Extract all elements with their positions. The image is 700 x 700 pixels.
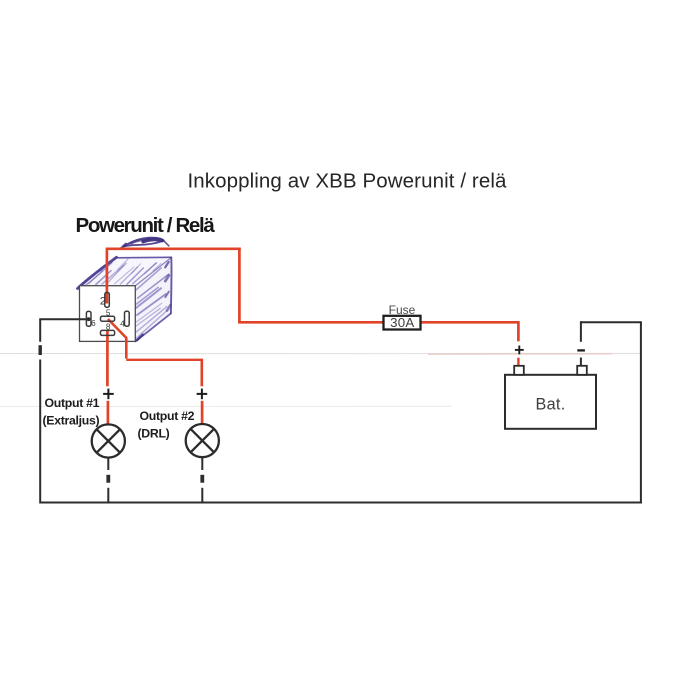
svg-text:(Extraljus): (Extraljus): [43, 413, 100, 427]
svg-text:30A: 30A: [390, 315, 414, 330]
svg-text:Fuse: Fuse: [389, 303, 416, 317]
svg-text:Bat.: Bat.: [536, 395, 566, 413]
svg-text:Powerunit / Relä: Powerunit / Relä: [76, 214, 216, 237]
svg-text:Inkoppling av XBB Powerunit /: Inkoppling av XBB Powerunit / relä: [187, 170, 507, 193]
svg-text:Output #2: Output #2: [140, 409, 195, 423]
svg-text:5: 5: [106, 308, 111, 317]
svg-text:4: 4: [120, 320, 125, 329]
svg-text:8: 8: [106, 323, 111, 332]
svg-text:6: 6: [91, 319, 96, 328]
svg-text:Output #1: Output #1: [45, 396, 100, 410]
svg-text:2: 2: [100, 296, 106, 308]
svg-text:(DRL): (DRL): [138, 426, 170, 440]
